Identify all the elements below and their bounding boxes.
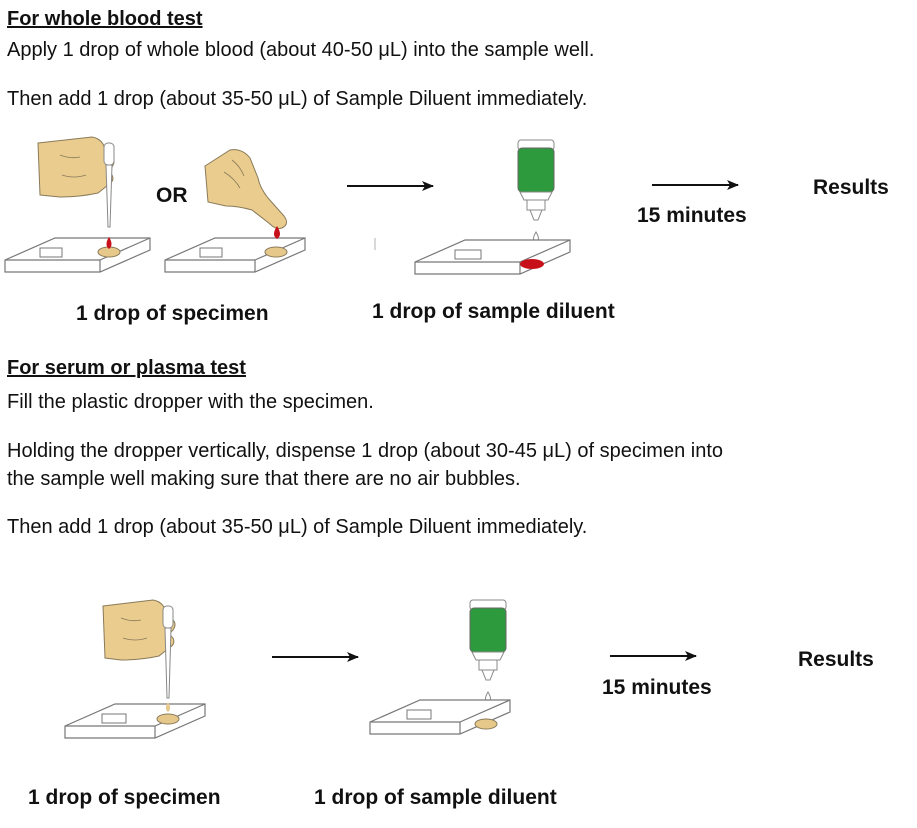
test-strip: [4, 237, 151, 273]
diluent-caption: 1 drop of sample diluent: [372, 300, 615, 323]
blood-drop: [106, 237, 112, 249]
serum-step2-line1: Holding the dropper vertically, dispense…: [7, 440, 724, 462]
bottle-icon: [517, 139, 555, 221]
bottle-icon: [469, 599, 507, 681]
hand-icon: [37, 136, 115, 198]
diluent-caption: 1 drop of sample diluent: [314, 786, 557, 809]
test-strip: [369, 699, 511, 735]
results-label: Results: [798, 648, 874, 671]
diluent-bottle-serum-illustration: [369, 599, 511, 735]
test-strip: [64, 703, 206, 739]
serum-plasma-heading: For serum or plasma test: [7, 357, 246, 379]
blood-drop: [274, 226, 280, 239]
whole-blood-step2: Then add 1 drop (about 35-50 μL) of Samp…: [7, 88, 588, 110]
test-strip: [164, 237, 306, 273]
serum-step2-line2: the sample well making sure that there a…: [7, 468, 521, 490]
whole-blood-step1: Apply 1 drop of whole blood (about 40-50…: [7, 39, 595, 61]
specimen-caption: 1 drop of specimen: [76, 302, 269, 325]
or-label: OR: [156, 184, 188, 207]
arrow-icon: [652, 180, 739, 190]
time-label: 15 minutes: [602, 676, 712, 699]
divider-mark: [374, 238, 376, 250]
test-strip: [414, 239, 571, 275]
specimen-caption: 1 drop of specimen: [28, 786, 221, 809]
dropper-icon: [162, 605, 174, 699]
serum-step1: Fill the plastic dropper with the specim…: [7, 391, 374, 413]
time-label: 15 minutes: [637, 204, 747, 227]
arrow-icon: [272, 652, 359, 662]
results-label: Results: [813, 176, 889, 199]
serum-drop: [166, 702, 170, 712]
arrow-icon: [347, 181, 434, 191]
hand-dropper-blood-illustration: [4, 136, 151, 273]
diluent-bottle-illustration: [414, 139, 571, 275]
dropper-icon: [103, 142, 115, 228]
serum-step3: Then add 1 drop (about 35-50 μL) of Samp…: [7, 516, 588, 538]
whole-blood-heading: For whole blood test: [7, 8, 203, 30]
arrow-icon: [610, 651, 697, 661]
finger-icon: [204, 149, 288, 229]
finger-prick-illustration: [164, 149, 306, 273]
hand-dropper-serum-illustration: [64, 599, 206, 739]
